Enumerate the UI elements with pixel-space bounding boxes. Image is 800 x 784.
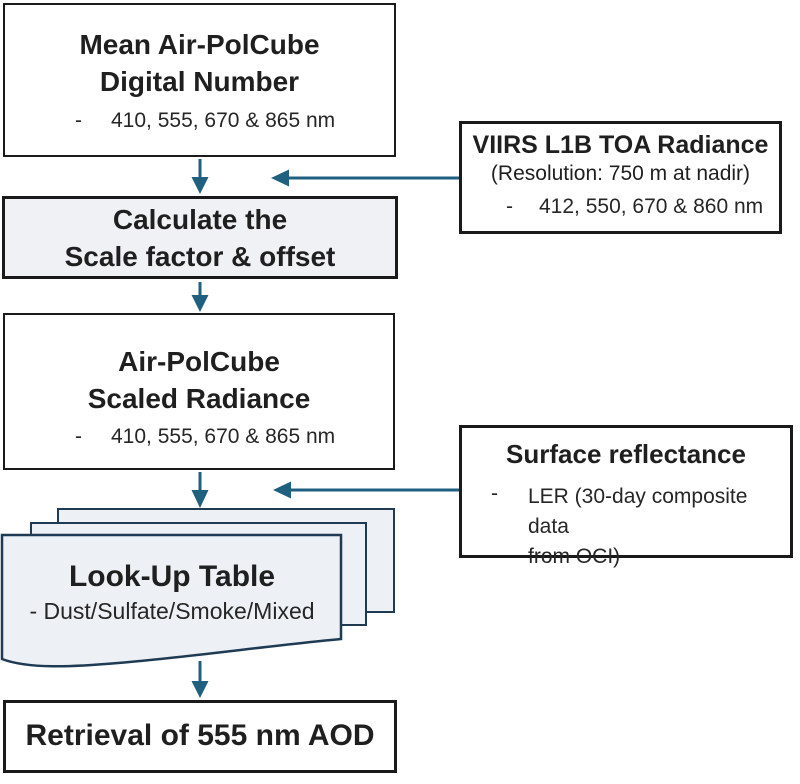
title-line-1: Calculate the [112, 204, 288, 235]
node-bullet: - 412, 550, 670 & 860 nm [506, 195, 763, 219]
node-retrieval-aod: Retrieval of 555 nm AOD [3, 700, 397, 773]
node-viirs-l1b: VIIRS L1B TOA Radiance (Resolution: 750 … [459, 121, 782, 234]
title-line-1: VIIRS L1B TOA Radiance [472, 131, 769, 159]
title-line-2: Scaled Radiance [87, 383, 311, 414]
arrow-calc-to-scaled [191, 282, 209, 312]
node-scaled-radiance: Air-PolCube Scaled Radiance - 410, 555, … [3, 313, 395, 470]
node-mean-digital-number: Mean Air-PolCube Digital Number - 410, 5… [3, 3, 396, 157]
node-bullet: - 410, 555, 670 & 865 nm [75, 425, 335, 449]
bullet-text: 410, 555, 670 & 865 nm [111, 425, 336, 448]
lut-page-front [0, 533, 343, 668]
bullet-text-line-2: from OCI) [528, 545, 621, 568]
title-line-1: Retrieval of 555 nm AOD [25, 719, 375, 752]
node-title: Retrieval of 555 nm AOD [6, 718, 394, 754]
node-title: Look-Up Table [68, 560, 276, 593]
bullet-text: LER (30-day composite data from OCI) [528, 482, 786, 572]
arrow-viirs-to-flow [271, 169, 459, 187]
node-bullet: - LER (30-day composite data from OCI) [491, 482, 786, 572]
title-line-2: Digital Number [99, 66, 300, 97]
node-title: Calculate the Scale factor & offset [5, 201, 395, 275]
bullet-text-line-1: LER (30-day composite data [528, 485, 748, 538]
node-surface-reflectance: Surface reflectance - LER (30-day compos… [459, 425, 793, 568]
node-title: Mean Air-PolCube Digital Number [5, 26, 394, 100]
bullet-text: 410, 555, 670 & 865 nm [111, 109, 336, 132]
bullet-text: 412, 550, 670 & 860 nm [539, 195, 764, 218]
node-lookup-table: Look-Up Table - Dust/Sulfate/Smoke/Mixed [2, 560, 342, 625]
lut-document-shape [0, 533, 343, 668]
node-title: VIIRS L1B TOA Radiance [462, 130, 779, 160]
node-title: Air-PolCube Scaled Radiance [5, 343, 393, 417]
node-calculate-scale-offset: Calculate the Scale factor & offset [2, 196, 398, 279]
bullet-dash: - [75, 425, 82, 448]
arrow-scaled-to-lut [191, 472, 209, 508]
node-bullet: - 410, 555, 670 & 865 nm [75, 109, 335, 133]
node-title: Surface reflectance [462, 438, 790, 470]
arrow-surface-to-flow [273, 481, 459, 499]
arrow-mean-to-calc [191, 159, 209, 194]
title-line-2: Scale factor & offset [64, 241, 336, 272]
bullet-dash: - [506, 195, 513, 218]
node-subtitle: (Resolution: 750 m at nadir) [490, 162, 751, 185]
bullet-dash: - [75, 109, 82, 132]
title-line-1: Surface reflectance [506, 439, 746, 469]
title-line-1: Air-PolCube [118, 346, 280, 377]
title-line-1: Mean Air-PolCube [79, 29, 320, 60]
node-bullet: - Dust/Sulfate/Smoke/Mixed [29, 598, 315, 624]
bullet-dash: - [491, 482, 498, 505]
